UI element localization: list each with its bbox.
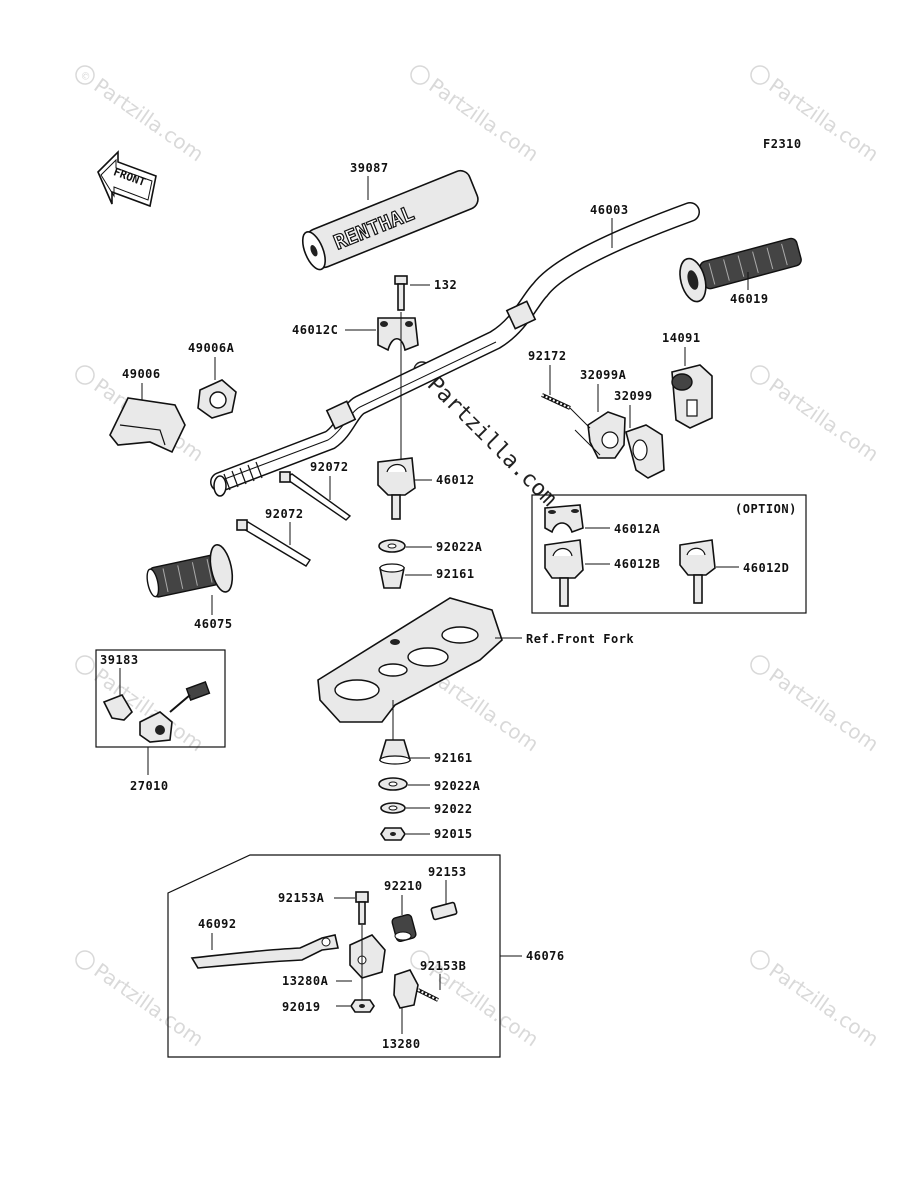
- svg-text:Partzilla.com: Partzilla.com: [422, 372, 561, 511]
- watermark: Partzilla.com: [75, 950, 209, 1051]
- label-13280A: 13280A: [282, 974, 329, 988]
- watermark: Partzilla.com: [750, 365, 884, 466]
- throttle-grip: [679, 237, 802, 303]
- label-46012: 46012: [436, 473, 475, 487]
- label-132: 132: [434, 278, 457, 292]
- watermark: Partzilla.com: [75, 655, 208, 756]
- label-46092: 46092: [198, 917, 237, 931]
- clutch-lever-46092: [190, 934, 339, 969]
- option-label: (OPTION): [735, 502, 797, 516]
- label-46012D: 46012D: [743, 561, 789, 575]
- svg-text:Partzilla.com: Partzilla.com: [765, 958, 884, 1051]
- label-92022A-top: 92022A: [436, 540, 483, 554]
- label-46012A: 46012A: [614, 522, 661, 536]
- label-46012B: 46012B: [614, 557, 660, 571]
- svg-text:Partzilla.com: Partzilla.com: [765, 663, 884, 756]
- watermark: © Partzilla.com: [75, 65, 209, 166]
- triple-clamp: [317, 597, 503, 723]
- lever-box: 92153 92210 92153A 46092 92153B: [167, 854, 501, 1058]
- kill-switch: [139, 711, 173, 743]
- label-46003: 46003: [590, 203, 629, 217]
- label-39087: 39087: [350, 161, 389, 175]
- bolt-132: [394, 275, 408, 311]
- label-14091: 14091: [662, 331, 701, 345]
- bushing-92210: [391, 914, 417, 942]
- handlebar: [210, 202, 700, 497]
- label-27010: 27010: [130, 779, 169, 793]
- switch-box: 39183: [95, 649, 226, 748]
- label-39183: 39183: [100, 653, 139, 667]
- label-92153A: 92153A: [278, 891, 325, 905]
- lever-holder-13280A: [349, 934, 386, 979]
- clamp-46012C: [377, 317, 419, 352]
- watermark: Partzilla.com: [410, 65, 544, 166]
- watermark-layer: © Partzilla.com Partzilla.com Partzilla.…: [75, 65, 884, 1051]
- screw-92153B: [417, 988, 439, 1002]
- cable-tie-lower: [236, 519, 311, 567]
- svg-text:Partzilla.com: Partzilla.com: [765, 73, 884, 166]
- label-49006A: 49006A: [188, 341, 235, 355]
- cover-14091: [671, 364, 713, 429]
- screw-92172: [541, 393, 571, 410]
- cable-tie-upper: [279, 471, 352, 521]
- diagram-code: F2310: [763, 137, 802, 151]
- label-92153B: 92153B: [420, 959, 466, 973]
- label-13280: 13280: [382, 1037, 421, 1051]
- adjuster-92153: [430, 901, 458, 921]
- option-box: (OPTION) 46012A 46012B 46012D: [531, 494, 807, 614]
- label-92210: 92210: [384, 879, 423, 893]
- ref-label: Ref.Front Fork: [526, 632, 634, 646]
- left-grip: [146, 543, 234, 598]
- svg-text:Partzilla.com: Partzilla.com: [90, 958, 209, 1051]
- label-92022A-bottom: 92022A: [434, 779, 481, 793]
- label-92161-top: 92161: [436, 567, 475, 581]
- switch-49006: [109, 397, 186, 454]
- label-92072-upper: 92072: [310, 460, 349, 474]
- washer-92022: [380, 802, 406, 814]
- bolt-92153A: [355, 891, 369, 925]
- label-32099A: 32099A: [580, 368, 627, 382]
- svg-text:Partzilla.com: Partzilla.com: [90, 73, 209, 166]
- label-92172: 92172: [528, 349, 567, 363]
- holder-clamp-13280: [393, 969, 419, 1009]
- label-92153: 92153: [428, 865, 467, 879]
- washer-92022A-bottom: [378, 777, 408, 791]
- svg-text:Partzilla.com: Partzilla.com: [765, 373, 884, 466]
- nut-92019: [350, 999, 375, 1013]
- label-92161-bottom: 92161: [434, 751, 473, 765]
- clamp-46012A: [544, 504, 584, 534]
- clamp-46012D: [679, 539, 716, 604]
- throttle-housing-32099A: [587, 411, 626, 459]
- nut-92015: [380, 827, 406, 841]
- bar-pad: RENTHAL: [301, 169, 479, 271]
- label-92019: 92019: [282, 1000, 321, 1014]
- label-46076: 46076: [526, 949, 565, 963]
- svg-text:Partzilla.com: Partzilla.com: [425, 73, 544, 166]
- watermark: Partzilla.com: [750, 950, 884, 1051]
- switch-clamp-part: [102, 694, 134, 721]
- clamp-46012B: [544, 539, 584, 607]
- front-arrow-icon: FRONT: [97, 150, 157, 208]
- washer-92022A-top: [378, 539, 406, 553]
- rubber-92161-top: [379, 563, 405, 589]
- label-92015: 92015: [434, 827, 473, 841]
- watermark: Partzilla.com: [750, 655, 884, 756]
- label-32099: 32099: [614, 389, 653, 403]
- clamp-lower-46012: [377, 457, 416, 520]
- rubber-92161-bottom: [378, 739, 412, 765]
- label-46012C: 46012C: [292, 323, 338, 337]
- label-92022: 92022: [434, 802, 473, 816]
- label-46019: 46019: [730, 292, 769, 306]
- label-92072-lower: 92072: [265, 507, 304, 521]
- connector: [169, 681, 211, 713]
- label-46075: 46075: [194, 617, 233, 631]
- label-49006: 49006: [122, 367, 161, 381]
- throttle-housing-32099: [625, 424, 665, 479]
- switch-49006A: [197, 379, 237, 419]
